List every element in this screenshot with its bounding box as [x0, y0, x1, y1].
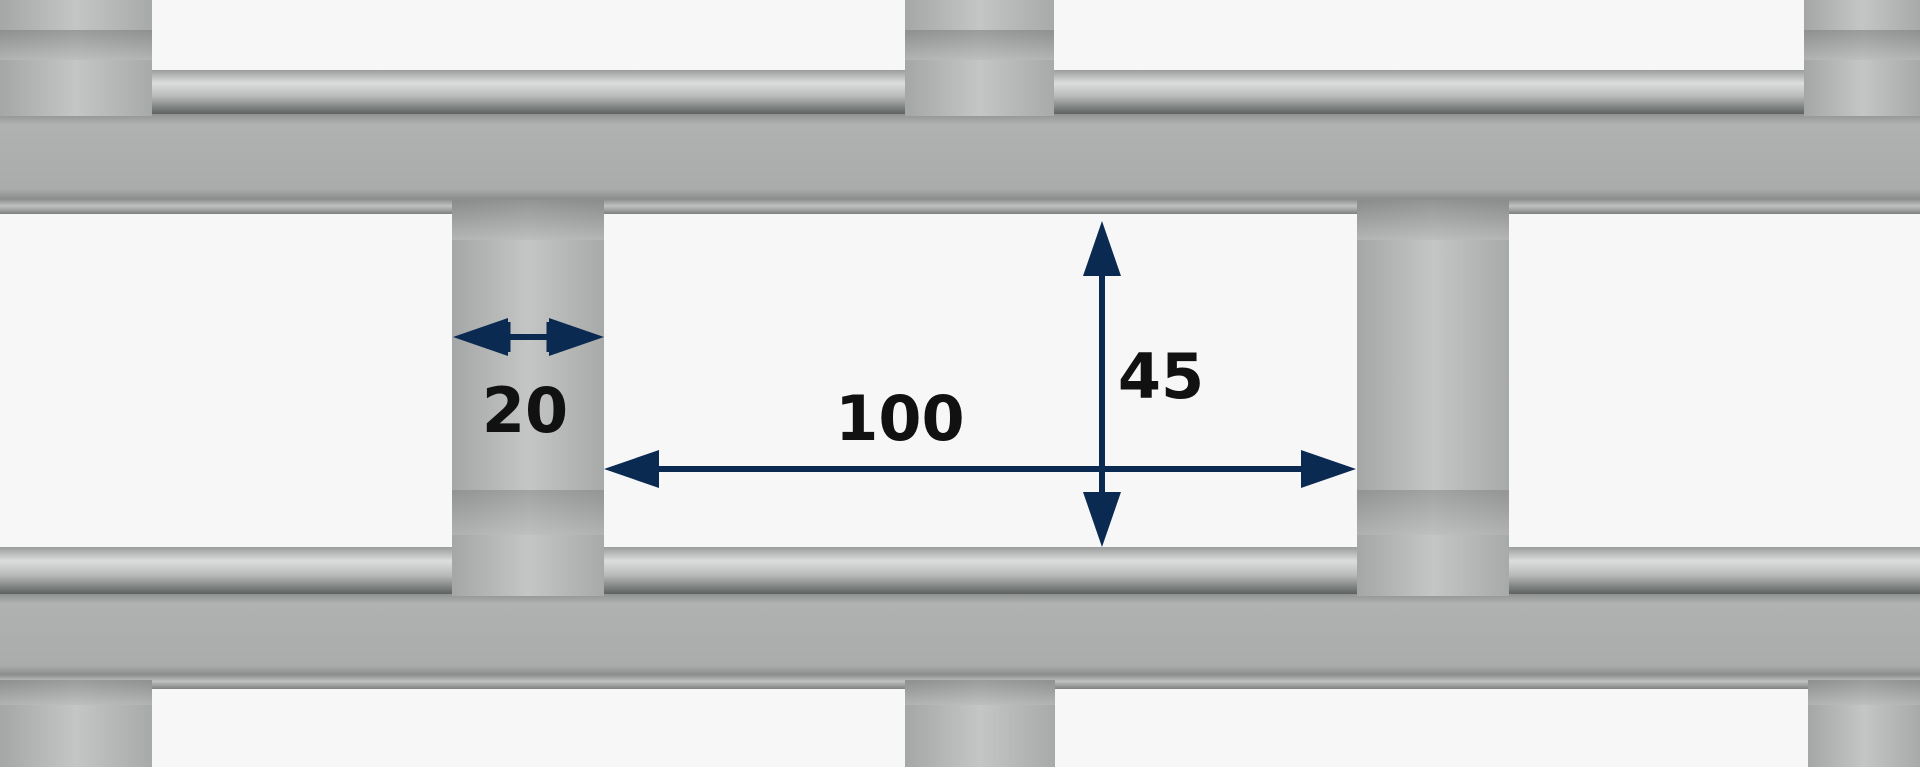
bar-gap-label: 45: [1118, 340, 1204, 413]
clip: [1357, 200, 1509, 596]
bottom-flat-bar: [0, 594, 1920, 689]
bottom-bearing-bar: [0, 547, 1920, 689]
bar-gap-arrow: [1083, 221, 1121, 547]
top-flat-bar: [0, 114, 1920, 214]
middle-clips: [452, 200, 1509, 596]
clip-width-label: 20: [482, 374, 568, 447]
bottom-cross-rod: [0, 547, 1920, 594]
clip-width-arrow: [453, 318, 604, 356]
clip-spacing-label: 100: [835, 382, 964, 455]
top-clips: [0, 0, 1920, 116]
clip-spacing-arrow: [604, 450, 1356, 488]
bottom-clips: [0, 680, 1920, 767]
dimension-arrows: [453, 221, 1356, 547]
